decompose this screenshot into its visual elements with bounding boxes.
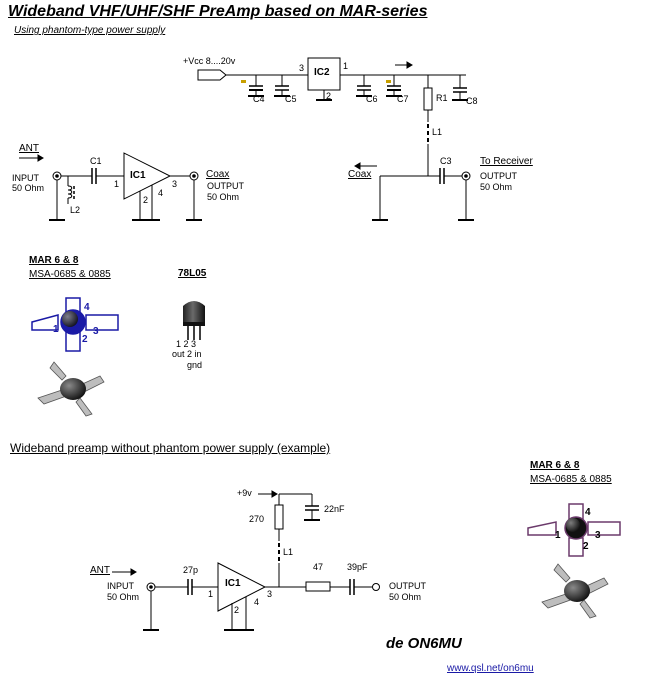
c5-label: C5 (285, 94, 297, 104)
signal-arrow-ant-bottom (112, 568, 137, 576)
regulator-pin-numbers: 1 2 3 (176, 339, 197, 349)
signal-arrow-vcc (395, 61, 413, 69)
input-bottom-label: INPUT (107, 581, 134, 591)
amplifier-ic1-bottom (217, 562, 267, 612)
signal-arrow-ant-top (19, 154, 44, 162)
ic2-pin2: 2 (326, 91, 332, 101)
top-subtitle: Using phantom-type power supply (14, 25, 166, 36)
c1-label: C1 (90, 156, 102, 166)
website-link[interactable]: www.qsl.net/on6mu (447, 663, 534, 674)
capacitor-c3 (439, 168, 445, 184)
bottom-subtitle: Wideband preamp without phantom power su… (10, 441, 331, 455)
ic1-top-pin3: 3 (172, 179, 178, 189)
ic1-bottom-pin1: 1 (208, 589, 214, 599)
resistor-47 (305, 581, 331, 592)
output-bottom-impedance: 50 Ohm (389, 592, 422, 602)
output-bottom-label: OUTPUT (389, 581, 426, 591)
c3-label: C3 (440, 156, 452, 166)
resistor-270 (274, 504, 284, 530)
input-top-impedance: 50 Ohm (12, 183, 45, 193)
ic1-top-pin1: 1 (114, 179, 120, 189)
capacitor-39pf (349, 579, 355, 595)
c4-label: C4 (253, 94, 265, 104)
ic1-bottom-pin2: 2 (234, 605, 240, 615)
regulator-heading: 78L05 (178, 268, 207, 279)
mar-left-heading: MAR 6 & 8 (29, 255, 79, 266)
output-top-label: OUTPUT (207, 181, 244, 191)
mar-photo-left (37, 361, 105, 417)
mar-left-pin3: 3 (93, 326, 99, 337)
mar-right-heading: MAR 6 & 8 (530, 460, 580, 471)
page-title: Wideband VHF/UHF/SHF PreAmp based on MAR… (8, 3, 428, 20)
to-receiver-label: To Receiver (480, 156, 533, 167)
cap-22nf-label: 22nF (324, 504, 345, 514)
ic1-bottom-pin3: 3 (267, 589, 273, 599)
l1-label: L1 (432, 127, 443, 137)
mar-photo-right (541, 563, 609, 619)
c7-label: C7 (397, 94, 409, 104)
signal-arrow-coax-left (354, 162, 377, 170)
capacitor-c5 (275, 75, 289, 96)
amplifier-ic1-top (123, 152, 172, 200)
capacitor-c4 (249, 75, 263, 96)
mar-left-parts: MSA-0685 & 0885 (29, 269, 111, 280)
mar-left-pin4: 4 (84, 302, 90, 313)
r1-label: R1 (436, 93, 448, 103)
cap-27p-label: 27p (183, 565, 199, 575)
capacitor-c6 (357, 75, 371, 96)
ic1-top-pin2: 2 (143, 195, 149, 205)
l1-bottom-label: L1 (283, 547, 294, 557)
output-receiver-impedance: 50 Ohm (480, 182, 513, 192)
inductor-l2 (67, 185, 73, 199)
mar-right-pin3: 3 (595, 530, 601, 541)
author-credit: de ON6MU (386, 635, 462, 652)
ant-bottom-label: ANT (90, 565, 110, 576)
ic1-bottom-label: IC1 (225, 578, 241, 589)
output-receiver-label: OUTPUT (480, 171, 517, 181)
resistor-r1 (423, 87, 433, 111)
regulator-pin-names: out 2 in (172, 349, 202, 359)
regulator-gnd-label: gnd (187, 360, 203, 370)
mar-right-pin1: 1 (555, 530, 561, 541)
mar-right-parts: MSA-0685 & 0885 (530, 474, 612, 485)
output-terminal (372, 583, 380, 591)
capacitor-c1 (91, 168, 97, 184)
capacitor-c8 (453, 75, 467, 100)
mar-left-pin2: 2 (82, 334, 88, 345)
mar-right-pin4: 4 (585, 507, 591, 518)
mar-right-pin2: 2 (583, 541, 589, 552)
l2-label: L2 (70, 205, 81, 215)
ic1-top-label: IC1 (130, 170, 146, 181)
resistor-270-label: 270 (249, 514, 265, 524)
c8-label: C8 (466, 96, 478, 106)
capacitor-c7 (387, 75, 401, 96)
ant-top-label: ANT (19, 143, 39, 154)
polarity-markers (241, 80, 391, 83)
ic2-pin1: 1 (343, 61, 349, 71)
vcc-label: +Vcc 8....20v (183, 56, 236, 66)
mar-left-pin1: 1 (53, 324, 59, 335)
vcc-connector (197, 69, 308, 81)
resistor-47-label: 47 (313, 562, 324, 572)
capacitor-27p (187, 579, 193, 595)
vcc-9v-label: +9v (237, 488, 252, 498)
coax-receiver-label: Coax (348, 169, 372, 180)
output-top-impedance: 50 Ohm (207, 192, 240, 202)
ic1-top-pin4: 4 (158, 188, 164, 198)
c6-label: C6 (366, 94, 378, 104)
ic1-bottom-pin4: 4 (254, 597, 260, 607)
cap-39pf-label: 39pF (347, 562, 368, 572)
ic2-label: IC2 (314, 67, 330, 78)
signal-arrow-vcc-bottom (258, 490, 278, 498)
capacitor-22nf (305, 505, 319, 511)
input-bottom-impedance: 50 Ohm (107, 592, 140, 602)
coax-output-label: Coax (206, 169, 230, 180)
regulator-78l05-package (183, 301, 205, 340)
ic2-pin3: 3 (299, 63, 305, 73)
input-top-label: INPUT (12, 173, 39, 183)
